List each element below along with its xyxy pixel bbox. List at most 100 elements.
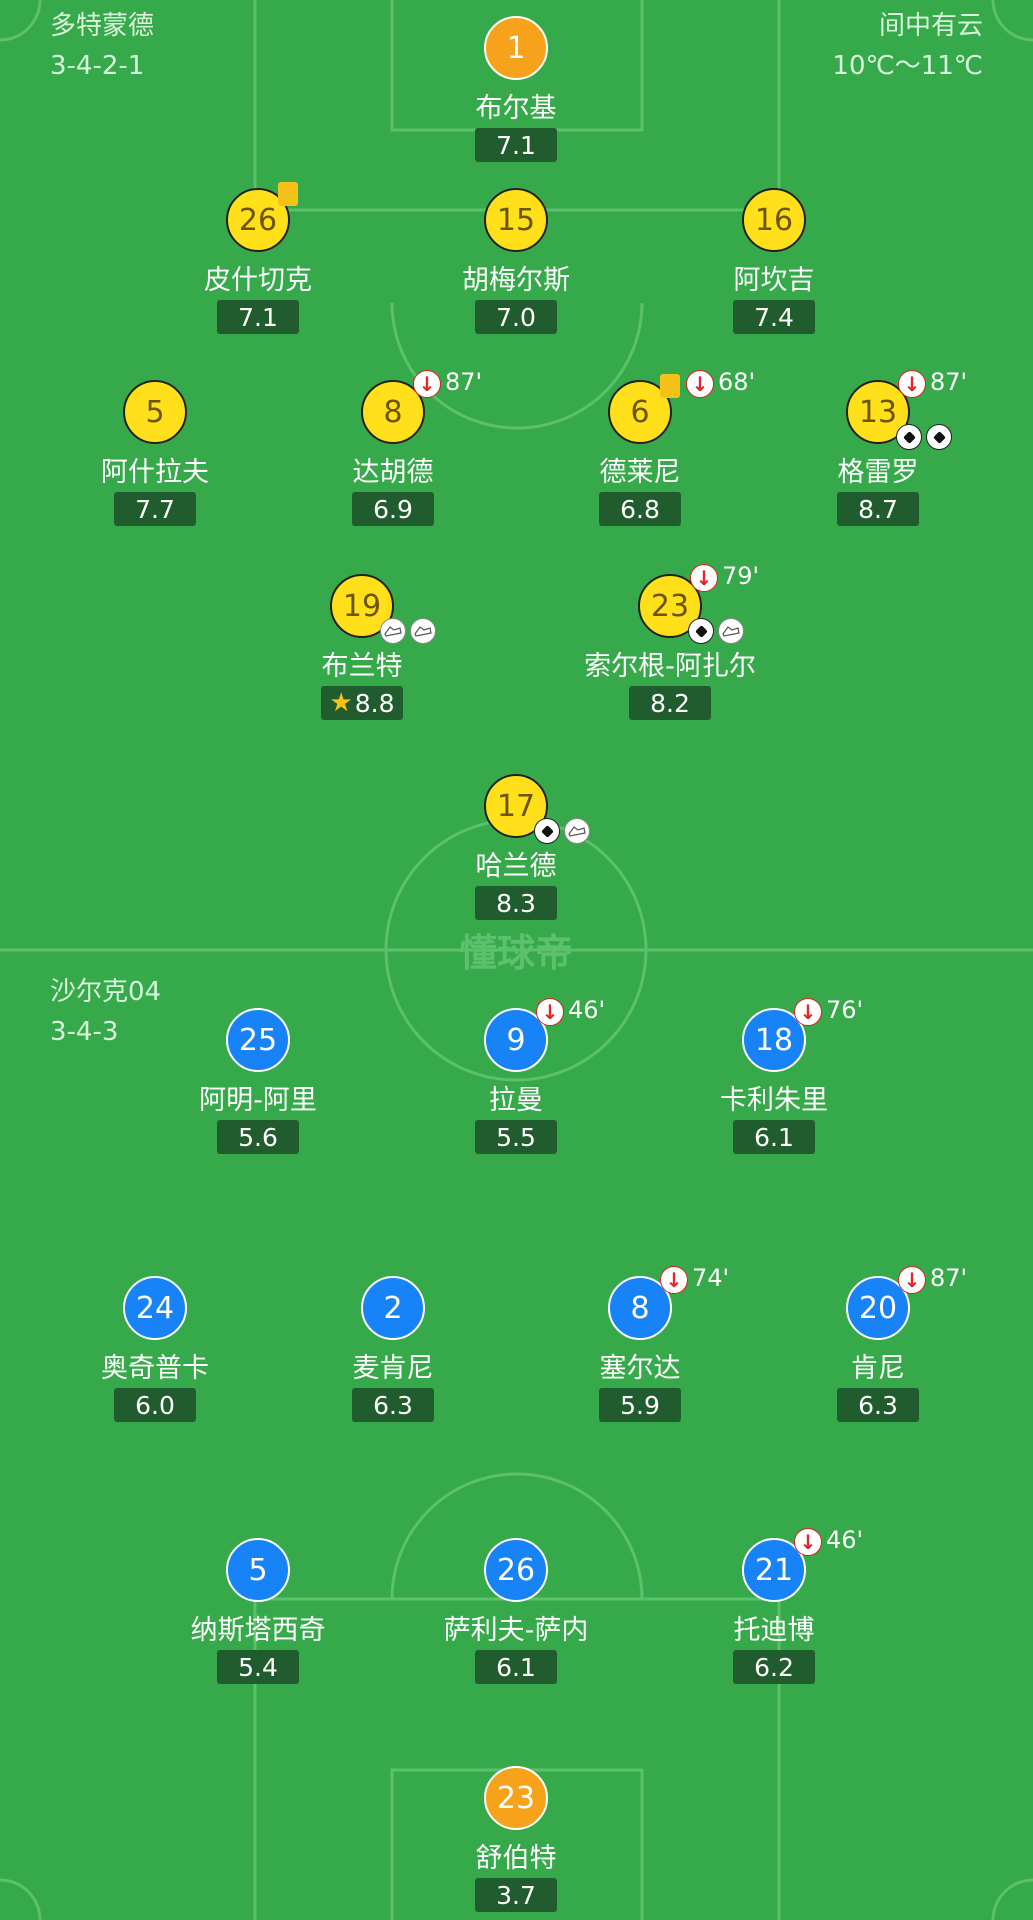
rating-value: 6.2 [754, 1652, 794, 1682]
sub-out-icon: ↓ [686, 370, 714, 398]
rating-value: 6.1 [496, 1652, 536, 1682]
home-formation: 3-4-2-1 [50, 51, 145, 81]
sub-minute: 68' [718, 368, 756, 396]
sub-out-icon: ↓ [690, 564, 718, 592]
star-icon: ★ [329, 688, 353, 718]
goal-ball-icon [926, 424, 952, 450]
rating-value: 7.7 [135, 494, 175, 524]
player-name: 阿什拉夫 [101, 457, 209, 488]
jersey-number[interactable]: 24 [123, 1276, 187, 1340]
player-name: 卡利朱里 [720, 1085, 828, 1116]
jersey-number[interactable]: 16 [742, 188, 806, 252]
player-rating: 5.9 [599, 1388, 681, 1422]
player-name: 萨利夫-萨内 [443, 1615, 589, 1646]
player-name: 胡梅尔斯 [462, 265, 570, 296]
player-rating: 7.1 [475, 128, 557, 162]
player-rating: 8.2 [629, 686, 711, 720]
jersey-number[interactable]: 9 [484, 1008, 548, 1072]
yellow-card-icon [660, 374, 680, 398]
player-name: 塞尔达 [599, 1353, 681, 1384]
rating-value: 7.4 [754, 302, 794, 332]
player-rating: 6.1 [475, 1650, 557, 1684]
yellow-card-icon [278, 182, 298, 206]
sub-out-icon: ↓ [898, 1266, 926, 1294]
goal-ball-icon [534, 818, 560, 844]
sub-out-icon: ↓ [794, 1528, 822, 1556]
player-name: 达胡德 [352, 457, 434, 488]
player-rating: 8.7 [837, 492, 919, 526]
watermark: 懂球帝 [459, 931, 573, 975]
rating-value: 5.6 [238, 1122, 278, 1152]
jersey-number[interactable]: 23 [484, 1766, 548, 1830]
player-name: 布尔基 [475, 93, 557, 124]
jersey-number[interactable]: 18 [742, 1008, 806, 1072]
player-name: 舒伯特 [475, 1843, 557, 1874]
sub-minute: 87' [445, 368, 483, 396]
rating-value: 5.5 [496, 1122, 536, 1152]
rating-value: 8.8 [354, 688, 395, 718]
jersey-number[interactable]: 6 [608, 380, 672, 444]
player-rating: 6.8 [599, 492, 681, 526]
player-rating: 8.3 [475, 886, 557, 920]
jersey-number[interactable]: 5 [123, 380, 187, 444]
sub-minute: 46' [826, 1526, 864, 1554]
player-rating: 7.4 [733, 300, 815, 334]
player-name: 奥奇普卡 [101, 1353, 209, 1384]
rating-value: 7.1 [238, 302, 278, 332]
assist-boot-icon [718, 618, 744, 644]
away-team-name: 沙尔克04 [50, 977, 162, 1007]
sub-out-icon: ↓ [898, 370, 926, 398]
player-rating: 6.0 [114, 1388, 196, 1422]
player-rating: 5.4 [217, 1650, 299, 1684]
player-rating: 5.6 [217, 1120, 299, 1154]
player-name: 麦肯尼 [352, 1353, 434, 1384]
sub-out-icon: ↓ [794, 998, 822, 1026]
away-formation: 3-4-3 [50, 1017, 119, 1047]
rating-value: 8.7 [858, 494, 898, 524]
jersey-number[interactable]: 25 [226, 1008, 290, 1072]
home-team-name: 多特蒙德 [50, 11, 155, 41]
player-rating: 6.9 [352, 492, 434, 526]
sub-minute: 46' [568, 996, 606, 1024]
rating-value: 3.7 [496, 1880, 536, 1910]
player-rating: 6.2 [733, 1650, 815, 1684]
sub-minute: 87' [930, 1264, 968, 1292]
assist-boot-icon [380, 618, 406, 644]
assist-boot-icon [564, 818, 590, 844]
rating-value: 8.2 [650, 688, 690, 718]
rating-value: 5.4 [238, 1652, 278, 1682]
player-name: 布兰特 [321, 651, 403, 682]
goal-ball-icon [896, 424, 922, 450]
rating-value: 7.0 [496, 302, 536, 332]
weather-temp: 10℃～11℃ [832, 51, 983, 81]
jersey-number[interactable]: 2 [361, 1276, 425, 1340]
jersey-number[interactable]: 26 [484, 1538, 548, 1602]
player-name: 纳斯塔西奇 [190, 1615, 326, 1646]
jersey-number[interactable]: 5 [226, 1538, 290, 1602]
player-name: 德莱尼 [599, 457, 681, 488]
rating-value: 6.1 [754, 1122, 794, 1152]
jersey-number[interactable]: 1 [484, 16, 548, 80]
jersey-number[interactable]: 15 [484, 188, 548, 252]
assist-boot-icon [410, 618, 436, 644]
player-name: 索尔根-阿扎尔 [584, 651, 756, 682]
player-name: 阿明-阿里 [199, 1085, 317, 1116]
player-name: 托迪博 [733, 1615, 815, 1646]
player-name: 肯尼 [851, 1353, 905, 1384]
sub-out-icon: ↓ [660, 1266, 688, 1294]
sub-minute: 79' [722, 562, 760, 590]
rating-value: 6.3 [858, 1390, 898, 1420]
player-rating: 7.1 [217, 300, 299, 334]
sub-minute: 76' [826, 996, 864, 1024]
rating-value: 6.9 [373, 494, 413, 524]
weather-desc: 间中有云 [878, 11, 983, 41]
rating-value: 7.1 [496, 130, 536, 160]
player-name: 拉曼 [489, 1085, 543, 1116]
player-name: 皮什切克 [204, 265, 312, 296]
player-rating: 6.3 [352, 1388, 434, 1422]
player-rating: 6.3 [837, 1388, 919, 1422]
player-rating: ★8.8 [321, 686, 403, 720]
rating-value: 6.0 [135, 1390, 175, 1420]
player-rating: 6.1 [733, 1120, 815, 1154]
